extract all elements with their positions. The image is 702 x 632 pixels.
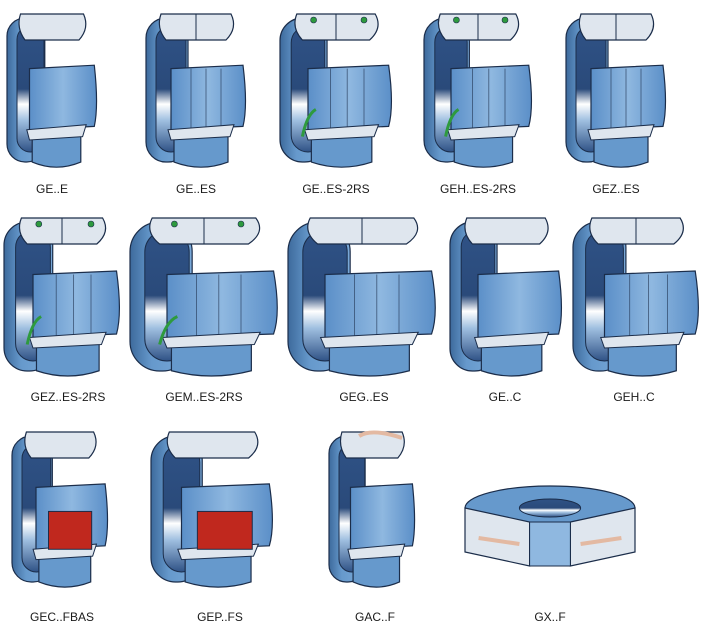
seal-lip-bottom bbox=[300, 108, 317, 137]
seal-lip-top bbox=[35, 220, 43, 228]
bearing-label: GEP..FS bbox=[197, 610, 243, 624]
cut-face-top bbox=[307, 217, 419, 245]
bearing-label: GE..ES bbox=[176, 182, 216, 196]
seal-lip-top bbox=[87, 220, 95, 228]
inner-ring bbox=[28, 64, 98, 131]
bearing-13-drawing bbox=[464, 485, 636, 567]
sliding-liner bbox=[358, 430, 403, 440]
cut-face-top bbox=[18, 13, 87, 41]
bearing-0-drawing bbox=[6, 13, 98, 168]
bearing-12-drawing bbox=[328, 430, 416, 588]
seal-lip-top bbox=[360, 16, 368, 24]
bearing-label: GEM..ES-2RS bbox=[165, 390, 242, 404]
seal-lip-top bbox=[171, 220, 178, 228]
inner-ring bbox=[603, 270, 699, 339]
inner-ring bbox=[590, 64, 667, 131]
bearing-3-drawing bbox=[423, 13, 533, 168]
cut-face-bottom bbox=[28, 331, 107, 349]
cut-face-bottom bbox=[161, 331, 262, 349]
bearing-11-drawing bbox=[150, 431, 273, 588]
cut-face-bottom bbox=[303, 124, 380, 141]
bearing-4-drawing bbox=[565, 13, 667, 168]
inner-ring bbox=[166, 270, 278, 339]
bearing-label: GEH..C bbox=[613, 390, 655, 404]
sliding-liner bbox=[580, 536, 622, 546]
bearing-6-drawing bbox=[129, 217, 278, 377]
bore-wall bbox=[529, 521, 571, 567]
bearing-10-drawing bbox=[11, 431, 109, 588]
bore bbox=[518, 498, 582, 518]
inner-ring bbox=[450, 64, 533, 131]
sliding-liner bbox=[478, 536, 520, 546]
bearing-label: GEH..ES-2RS bbox=[440, 182, 516, 196]
bearing-label: GEZ..ES-2RS bbox=[31, 390, 106, 404]
seal-lip-bottom bbox=[158, 315, 179, 345]
cut-face-top bbox=[464, 217, 549, 245]
cut-face-bottom bbox=[347, 543, 406, 561]
inner-ring bbox=[349, 483, 416, 550]
cut-face-top bbox=[339, 431, 405, 459]
bearing-label: GEZ..ES bbox=[592, 182, 639, 196]
bearing-label: GEC..FBAS bbox=[30, 610, 94, 624]
ptfe-liner bbox=[196, 510, 253, 550]
bearing-5-drawing bbox=[3, 217, 121, 377]
bearing-1-drawing bbox=[145, 13, 247, 168]
cut-face-bottom bbox=[447, 124, 520, 141]
seal-lip-top bbox=[453, 16, 460, 24]
bearing-8-drawing bbox=[449, 217, 563, 377]
cut-face-top bbox=[166, 431, 259, 459]
cut-face-top bbox=[589, 217, 684, 245]
bearing-9-drawing bbox=[572, 217, 699, 377]
bearing-label: GX..F bbox=[534, 610, 565, 624]
bearing-label: GEG..ES bbox=[339, 390, 388, 404]
seal-lip-top bbox=[310, 16, 317, 24]
bearing-label: GAC..F bbox=[355, 610, 395, 624]
bearing-label: GE..C bbox=[489, 390, 522, 404]
cut-face-bottom bbox=[319, 331, 420, 349]
seal-lip-bottom bbox=[444, 108, 460, 137]
seal-lip-bottom bbox=[25, 315, 42, 345]
ptfe-liner bbox=[47, 510, 93, 550]
seal-lip-top bbox=[237, 220, 245, 228]
bearing-7-drawing bbox=[287, 217, 436, 377]
seal-lip-top bbox=[501, 16, 509, 24]
cut-face-bottom bbox=[587, 124, 655, 141]
cut-face-bottom bbox=[600, 331, 685, 349]
bearing-2-drawing bbox=[279, 13, 393, 168]
cut-face-bottom bbox=[167, 124, 235, 141]
bearing-label: GE..ES-2RS bbox=[302, 182, 369, 196]
inner-ring bbox=[324, 270, 436, 339]
inner-ring bbox=[170, 64, 247, 131]
cut-face-bottom bbox=[26, 124, 87, 141]
inner-ring bbox=[32, 270, 121, 339]
inner-ring bbox=[307, 64, 393, 131]
cut-face-top bbox=[24, 431, 97, 459]
cut-face-bottom bbox=[473, 331, 550, 349]
inner-ring bbox=[477, 270, 563, 339]
bearing-label: GE..E bbox=[36, 182, 68, 196]
